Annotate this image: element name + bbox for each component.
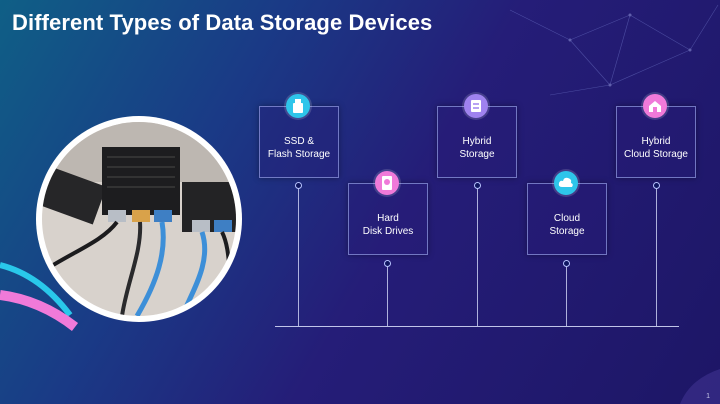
device-card-hdd: Hard Disk Drives bbox=[348, 171, 428, 255]
timeline-baseline bbox=[275, 326, 679, 327]
hardware-photo bbox=[36, 116, 242, 322]
hard-disk-icon bbox=[375, 171, 399, 195]
connector-line bbox=[298, 185, 299, 326]
connector-line bbox=[387, 263, 388, 326]
connector-dot bbox=[563, 260, 570, 267]
connector-dot bbox=[474, 182, 481, 189]
corner-decoration bbox=[680, 369, 720, 404]
device-card-hybrid-cloud: Hybrid Cloud Storage bbox=[616, 94, 696, 178]
device-label: SSD & Flash Storage bbox=[267, 136, 331, 160]
device-label: Cloud Storage bbox=[549, 213, 585, 237]
connector-line bbox=[477, 185, 478, 326]
hybrid-storage-icon bbox=[464, 94, 488, 118]
device-label: Hybrid Storage bbox=[459, 136, 495, 160]
cloud-icon bbox=[554, 171, 578, 195]
slide-title: Different Types of Data Storage Devices bbox=[12, 10, 433, 35]
page-number: 1 bbox=[706, 393, 710, 400]
usb-drive-icon bbox=[286, 94, 310, 118]
swoosh-decoration bbox=[0, 262, 79, 331]
connector-dot bbox=[384, 260, 391, 267]
connector-dot bbox=[653, 182, 660, 189]
connector-line bbox=[566, 263, 567, 326]
device-label: Hard Disk Drives bbox=[362, 213, 414, 237]
device-card-cloud: Cloud Storage bbox=[527, 171, 607, 255]
network-decoration bbox=[509, 4, 719, 96]
connector-line bbox=[656, 185, 657, 326]
cloud-building-icon bbox=[643, 94, 667, 118]
device-card-ssd: SSD & Flash Storage bbox=[259, 94, 339, 178]
device-card-hybrid: Hybrid Storage bbox=[437, 94, 517, 178]
connector-dot bbox=[295, 182, 302, 189]
device-label: Hybrid Cloud Storage bbox=[624, 136, 688, 160]
